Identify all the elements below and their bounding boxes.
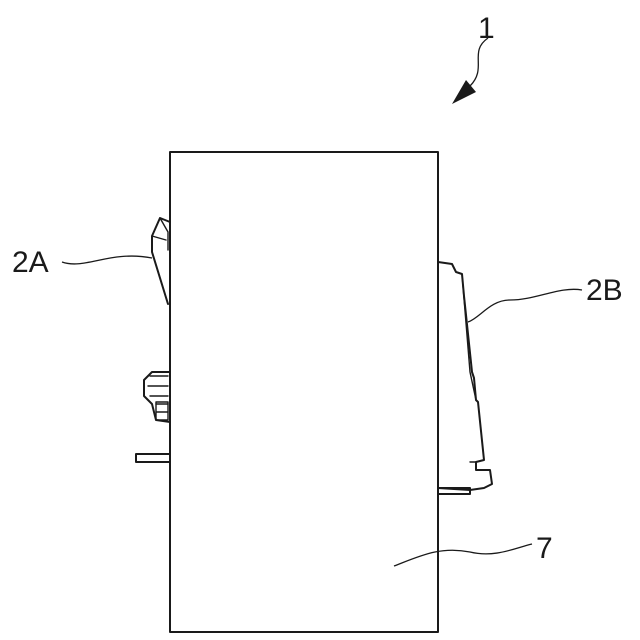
left-bracket: [152, 218, 170, 304]
left-latch: [144, 372, 170, 422]
leader-2A: [62, 256, 152, 264]
right-foot-plate: [438, 488, 470, 494]
right-rail: [438, 262, 492, 490]
label-2B: 2B: [586, 274, 623, 307]
main-body: [170, 152, 438, 632]
leader-2B: [468, 289, 582, 322]
leader-1: [470, 38, 488, 86]
label-2A: 2A: [12, 246, 49, 279]
leader-7: [394, 544, 532, 566]
label-7: 7: [536, 532, 553, 565]
left-foot-plate: [136, 454, 170, 462]
